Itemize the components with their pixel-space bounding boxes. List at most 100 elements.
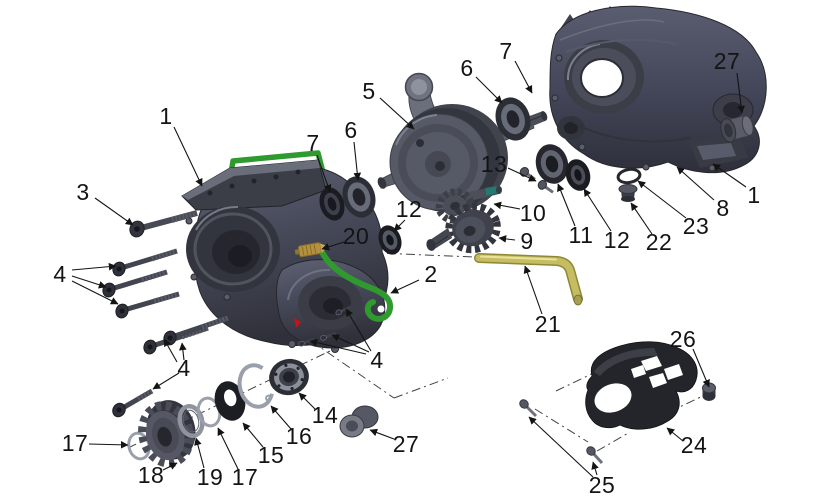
callout-label-11: 11 [569,222,594,248]
callout-label-3: 3 [76,179,89,205]
callout-label-27: 27 [714,48,741,74]
callout-label-6: 6 [344,117,357,143]
leader-line [217,427,239,470]
leader-line [179,342,187,361]
callout-label-14: 14 [312,402,339,428]
oil-seal-left [319,187,345,221]
leader-line [637,180,687,219]
main-bearing-right [495,97,531,141]
leader-line [194,437,205,469]
callout-label-4: 4 [177,355,190,381]
callout-label-27: 27 [393,431,420,457]
leader-line [369,428,395,440]
sprocket-bearing [269,358,309,396]
leader-line [162,462,178,471]
red-mark [294,318,301,328]
leader-line [498,235,516,243]
leader-line [390,279,420,294]
main-bearing-left [342,176,376,218]
leader-line [630,202,653,235]
ledge-studs [207,169,301,196]
leader-line [242,422,264,448]
seal-12-right [565,159,591,191]
callout-label-1: 1 [747,182,760,208]
guide-bolt [519,399,538,418]
callout-label-25: 25 [589,472,616,498]
leader-line [71,262,117,271]
callout-label-7: 7 [499,38,512,64]
case-bolt [112,388,154,418]
leader-line [507,167,537,182]
crankcase-gasket-tail [319,249,394,322]
leader-line [88,440,129,449]
leader-line [309,338,367,355]
callout-label-9: 9 [520,228,533,254]
drain-plug [618,184,638,202]
callout-label-20: 20 [343,223,370,249]
circlip [237,363,275,409]
seal-12-left [378,225,402,255]
construction-line [310,340,395,399]
gear-cluster [426,185,502,254]
leader-line [152,372,180,390]
teal-band [484,185,499,197]
callout-label-23: 23 [683,213,710,239]
callout-label-15: 15 [258,442,285,468]
callout-label-17: 17 [62,430,89,456]
callout-label-10: 10 [520,200,547,226]
sprocket-stack [127,358,309,468]
callout-label-2: 2 [424,261,437,287]
callout-label-6: 6 [460,55,473,81]
o-ring [616,167,642,185]
leader-line [712,163,747,188]
callout-label-21: 21 [535,311,562,337]
leader-line [591,461,599,476]
leader-line [321,241,345,251]
guide-bolt [586,446,604,465]
leader-line [71,275,107,289]
leader-line [666,427,684,442]
bearing-11 [535,144,569,184]
case-bolt [163,315,229,346]
case-plug-bottom [339,405,379,438]
construction-line [596,431,631,452]
leader-line [514,60,533,94]
callout-label-12: 12 [396,196,423,222]
front-sprocket [138,400,196,468]
case-bolt [102,269,168,298]
callout-label-16: 16 [286,423,313,449]
callout-label-24: 24 [681,432,708,458]
case-bolt [143,325,209,355]
leader-line [331,334,370,353]
callout-label-4: 4 [53,261,66,287]
chain-guide [585,341,698,430]
leader-line [316,154,332,193]
callout-label-22: 22 [646,229,673,255]
case-plug-top [720,115,754,143]
leader-line [676,166,715,201]
leader-line [345,308,372,352]
callout-label-1: 1 [159,103,172,129]
leader-line [557,183,576,227]
callout-label-5: 5 [362,78,375,104]
callout-label-12: 12 [604,227,631,253]
case-bolt [115,291,180,319]
leader-line [475,76,503,104]
leader-line [353,141,362,181]
hex-key [474,253,583,306]
callout-label-7: 7 [306,130,319,156]
leader-line [493,201,521,210]
callout-label-4: 4 [370,347,383,373]
callout-label-26: 26 [670,326,697,352]
right-crankcase [549,5,767,174]
leader-line [379,97,415,130]
leader-line [393,219,406,232]
leader-line [736,72,745,114]
leader-line [523,265,543,315]
leader-line [173,126,203,187]
construction-line [534,408,589,443]
crankshaft [377,72,548,212]
